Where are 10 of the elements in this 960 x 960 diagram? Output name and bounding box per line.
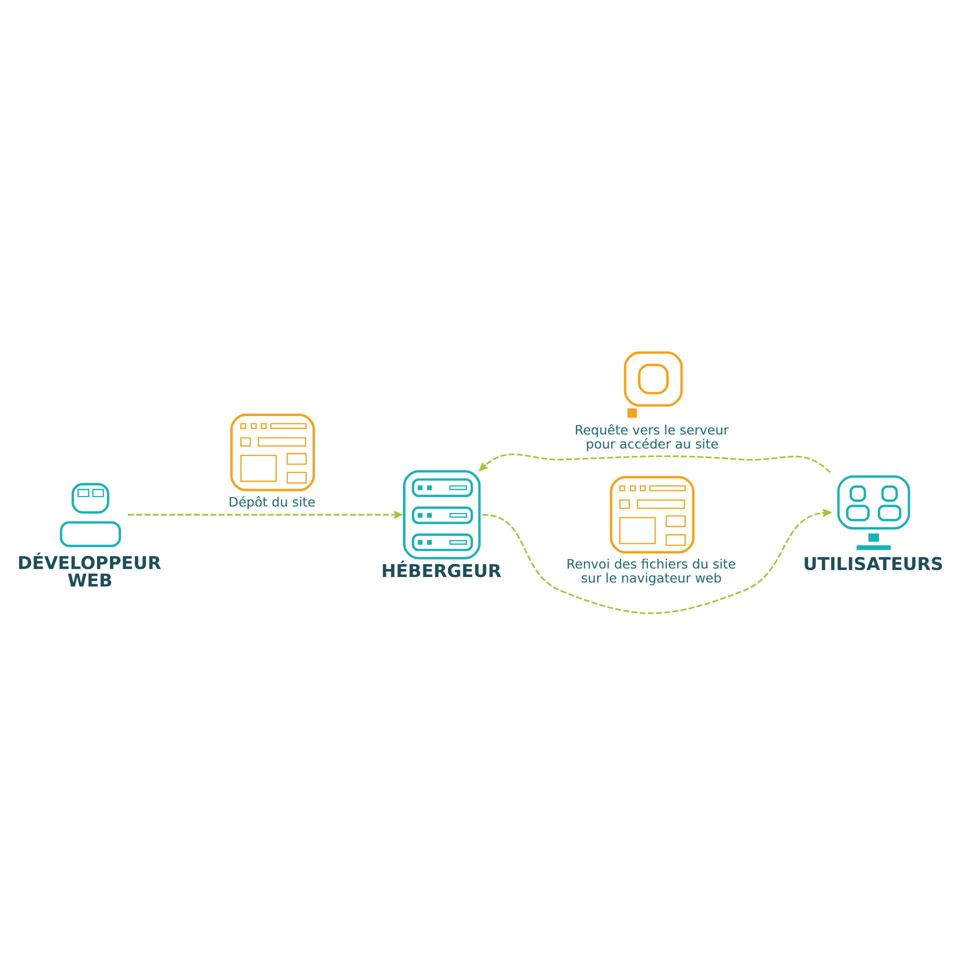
edge-label: Dépôt du site [228,495,316,510]
node-label: DÉVELOPPEUR WEB [18,554,162,592]
node-box [403,470,481,560]
edge-label: Requête vers le serveur pour accéder au site [574,424,729,453]
node-label: UTILISATEURS [803,554,944,575]
node-label: HÉBERGEUR [381,562,502,582]
arrow [128,510,402,519]
arrow [479,454,831,474]
edge-label: Renvoi des fichiers du site sur le navigateur web [566,558,736,587]
arrow [482,508,832,614]
